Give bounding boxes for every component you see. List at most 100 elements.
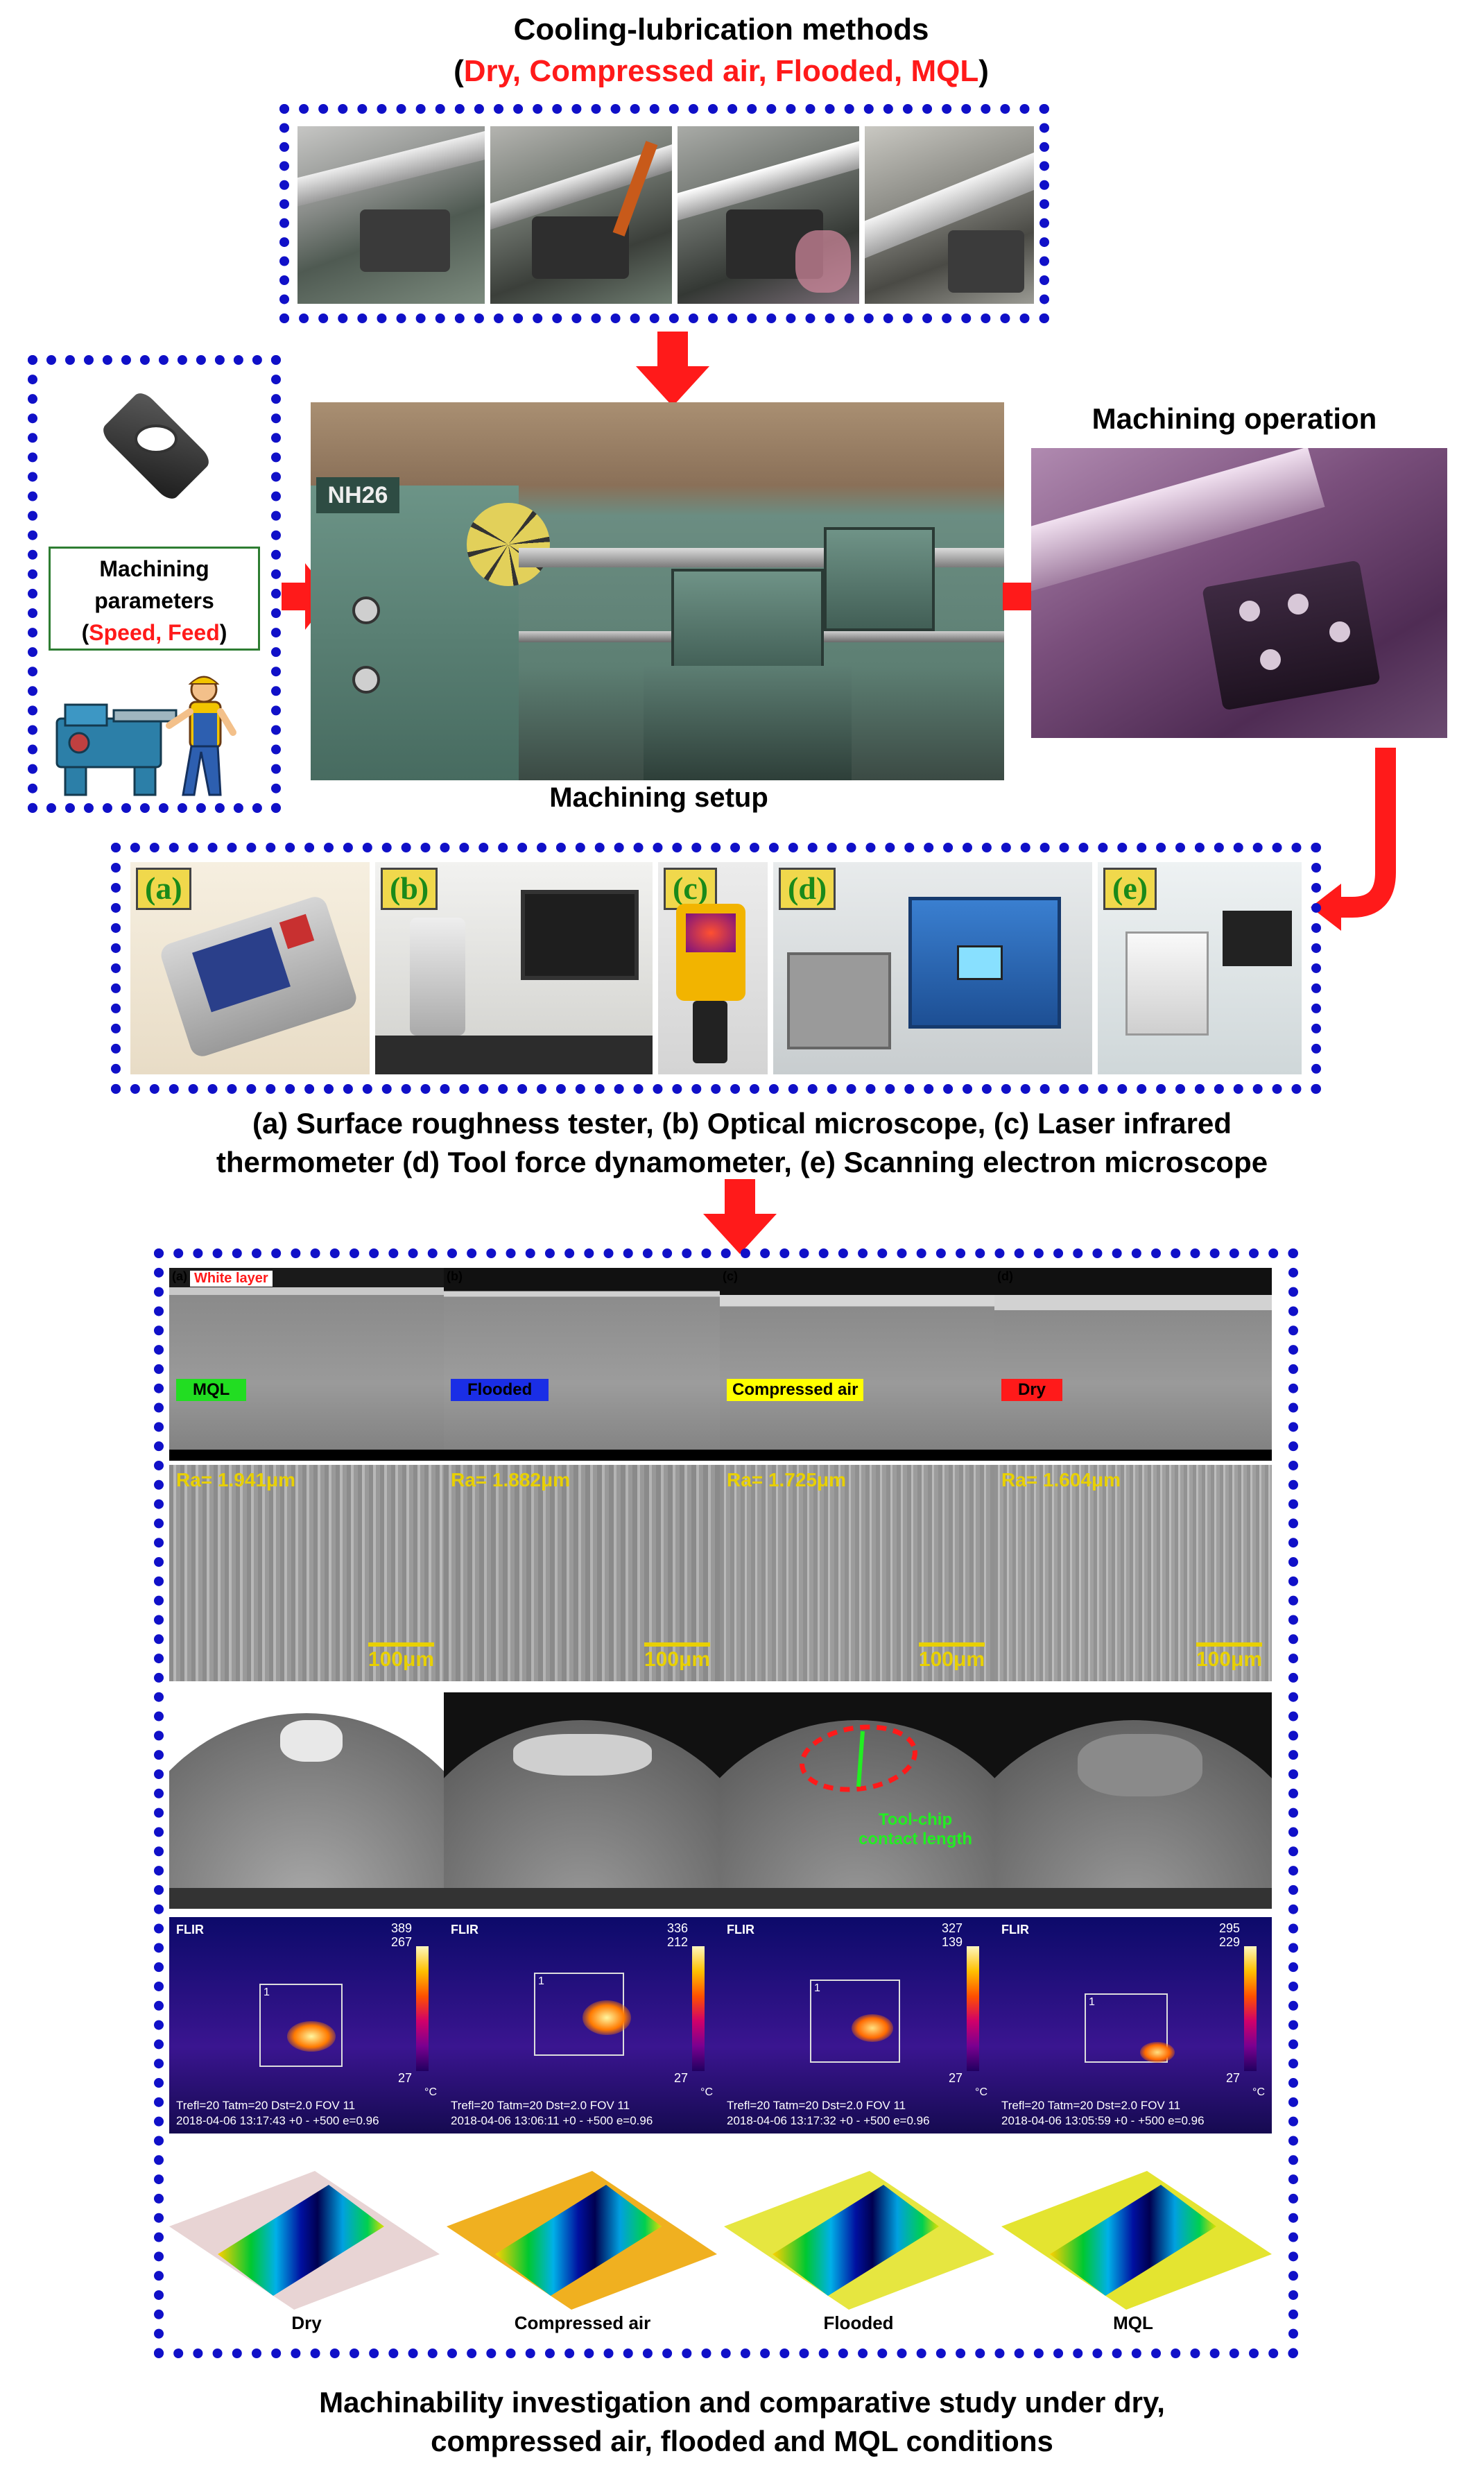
machining-setup-caption: Machining setup: [549, 782, 768, 813]
tool-wear-flooded: Tool-chip contact length: [720, 1692, 994, 1909]
methods-text: Dry, Compressed air, Flooded, MQL: [463, 54, 979, 88]
sem-section-dry: (d) Dry: [994, 1268, 1272, 1461]
tool-chip-contact-outline: [800, 1724, 917, 1792]
methods-close-paren: ): [978, 54, 989, 88]
sem-label-mql: MQL: [176, 1379, 247, 1401]
photo-tool-force-dynamometer: (d): [773, 862, 1092, 1074]
photo-optical-microscope: (b): [375, 862, 653, 1074]
thermal-colorbar-2: [692, 1946, 705, 2071]
photo-laser-infrared-thermometer: (c): [658, 862, 768, 1074]
roughness-compressed-air: Ra= 1.725μm 100μm: [720, 1465, 994, 1681]
tool-wear-mql: [994, 1692, 1272, 1909]
cooling-methods-list: (Dry, Compressed air, Flooded, MQL): [291, 54, 1151, 89]
white-layer-label: White layer: [190, 1271, 273, 1287]
params-line-1: Machining: [99, 556, 209, 581]
ra-value-compressed-air: Ra= 1.725μm: [727, 1469, 847, 1491]
thermal-time-2: 2018-04-06 13:06:11 +0 - +500 e=0.96: [451, 2114, 653, 2127]
thermal-time-4: 2018-04-06 13:05:59 +0 - +500 e=0.96: [1001, 2114, 1205, 2127]
badge-d: (d): [779, 868, 836, 910]
sem-letter-d: (d): [997, 1269, 1013, 1283]
flir-brand-1: FLIR: [176, 1923, 204, 1937]
thermal-roi-1: 1: [259, 1984, 343, 2067]
profile-label-compressed-air: Compressed air: [514, 2312, 651, 2333]
sem-letter-b: (b): [447, 1269, 463, 1283]
flir-brand-3: FLIR: [727, 1923, 754, 1937]
params-line-2: parameters: [94, 588, 214, 613]
thermal-params-3: Trefl=20 Tatm=20 Dst=2.0 FOV 11: [727, 2099, 906, 2112]
thermal-roi-3: 1: [810, 1980, 900, 2063]
roughness-flooded: Ra= 1.882μm 100μm: [444, 1465, 720, 1681]
thermal-unit-2: °C: [700, 2086, 713, 2098]
thermal-roi-4: 1: [1085, 1993, 1168, 2063]
thermal-time-3: 2018-04-06 13:17:32 +0 - +500 e=0.96: [727, 2114, 930, 2127]
sem-section-mql: (a) White layer MQL: [169, 1268, 444, 1461]
roughness-mql: Ra= 1.941μm 100μm: [169, 1465, 444, 1681]
scale-bar-mql: 100μm: [368, 1642, 434, 1672]
thermal-mql: FLIR 295 229 27 °C 1 Trefl=20 Tatm=20 Ds…: [994, 1917, 1272, 2133]
worker-lathe-illustration: [55, 676, 236, 796]
profile-mql: [1001, 2171, 1272, 2310]
scale-bar-flooded: 100μm: [644, 1642, 710, 1672]
ra-value-dry: Ra= 1.604μm: [1001, 1469, 1121, 1491]
thermal-min-2: 27: [673, 2071, 688, 2085]
profile-label-flooded: Flooded: [823, 2312, 894, 2333]
thermal-max-4: 295: [1218, 1921, 1240, 1935]
machining-parameters-box: Machining parameters (Speed, Feed): [49, 547, 260, 651]
thermal-min-1: 27: [397, 2071, 412, 2085]
photo-dry-cutting: [297, 126, 485, 304]
profile-compressed-air: [447, 2171, 717, 2310]
thermal-unit-3: °C: [975, 2086, 987, 2098]
sem-section-compressed-air: (c) Compressed air: [720, 1268, 994, 1461]
sem-letter-a: (a): [172, 1269, 187, 1283]
scale-bar-compressed-air: 100μm: [918, 1642, 985, 1672]
thermal-unit-1: °C: [424, 2086, 437, 2098]
ra-value-flooded: Ra= 1.882μm: [451, 1469, 571, 1491]
methods-open-paren: (: [454, 54, 464, 88]
machining-operation-caption: Machining operation: [1092, 402, 1377, 435]
tool-chip-contact-label: Tool-chip contact length: [859, 1810, 973, 1848]
thermal-max-3: 327: [941, 1921, 963, 1935]
photo-mql: [865, 126, 1034, 304]
params-line-3: (Speed, Feed): [51, 617, 258, 649]
photo-scanning-electron-microscope: (e): [1098, 862, 1302, 1074]
badge-b: (b): [381, 868, 438, 910]
params-close-paren: ): [219, 620, 227, 645]
tool-wear-dry: [169, 1692, 444, 1909]
sem-label-dry: Dry: [1001, 1379, 1063, 1401]
thermal-params-4: Trefl=20 Tatm=20 Dst=2.0 FOV 11: [1001, 2099, 1181, 2112]
bottom-caption: Machinability investigation and comparat…: [69, 2383, 1415, 2461]
arrow-down-to-setup: [636, 332, 709, 406]
bottom-caption-line-1: Machinability investigation and comparat…: [319, 2386, 1165, 2419]
thermal-flooded: FLIR 327 139 27 °C 1 Trefl=20 Tatm=20 Ds…: [720, 1917, 994, 2133]
badge-a: (a): [136, 868, 191, 910]
arrow-right-to-setup: [282, 563, 331, 630]
flir-brand-2: FLIR: [451, 1923, 478, 1937]
thermal-compressed-air: FLIR 336 212 27 °C 1 Trefl=20 Tatm=20 Ds…: [444, 1917, 720, 2133]
scale-bar-dry: 100μm: [1196, 1642, 1262, 1672]
sem-label-flooded: Flooded: [451, 1379, 549, 1401]
roughness-dry: Ra= 1.604μm 100μm: [994, 1465, 1272, 1681]
thermal-bar-top-1: 267: [390, 1935, 412, 1949]
thermal-roi-label-1: 1: [264, 1986, 270, 1998]
thermal-min-4: 27: [1225, 2071, 1240, 2085]
cooling-methods-title: Cooling-lubrication methods: [513, 12, 929, 46]
instruments-caption-line-1: (a) Surface roughness tester, (b) Optica…: [252, 1107, 1232, 1140]
thermal-unit-4: °C: [1252, 2086, 1265, 2098]
ra-value-mql: Ra= 1.941μm: [176, 1469, 296, 1491]
instruments-caption: (a) Surface roughness tester, (b) Optica…: [69, 1104, 1415, 1182]
thermal-bar-top-4: 229: [1218, 1935, 1240, 1949]
machine-plate: NH26: [316, 477, 399, 513]
photo-compressed-air: [490, 126, 672, 304]
profile-dry: [169, 2171, 440, 2310]
arrow-down-to-results: [703, 1179, 777, 1254]
thermal-max-1: 389: [390, 1921, 412, 1935]
badge-e: (e): [1103, 868, 1157, 910]
arrow-curve-to-instruments: [1311, 748, 1396, 931]
cbn-insert-icon: [92, 381, 221, 510]
instruments-caption-line-2: thermometer (d) Tool force dynamometer, …: [216, 1146, 1268, 1178]
thermal-colorbar-3: [967, 1946, 979, 2071]
thermal-colorbar-4: [1244, 1946, 1257, 2071]
photo-surface-roughness-tester: (a): [130, 862, 370, 1074]
machining-operation-photo: [1031, 448, 1447, 738]
thermal-dry: FLIR 389 267 27 °C 1 Trefl=20 Tatm=20 Ds…: [169, 1917, 444, 2133]
